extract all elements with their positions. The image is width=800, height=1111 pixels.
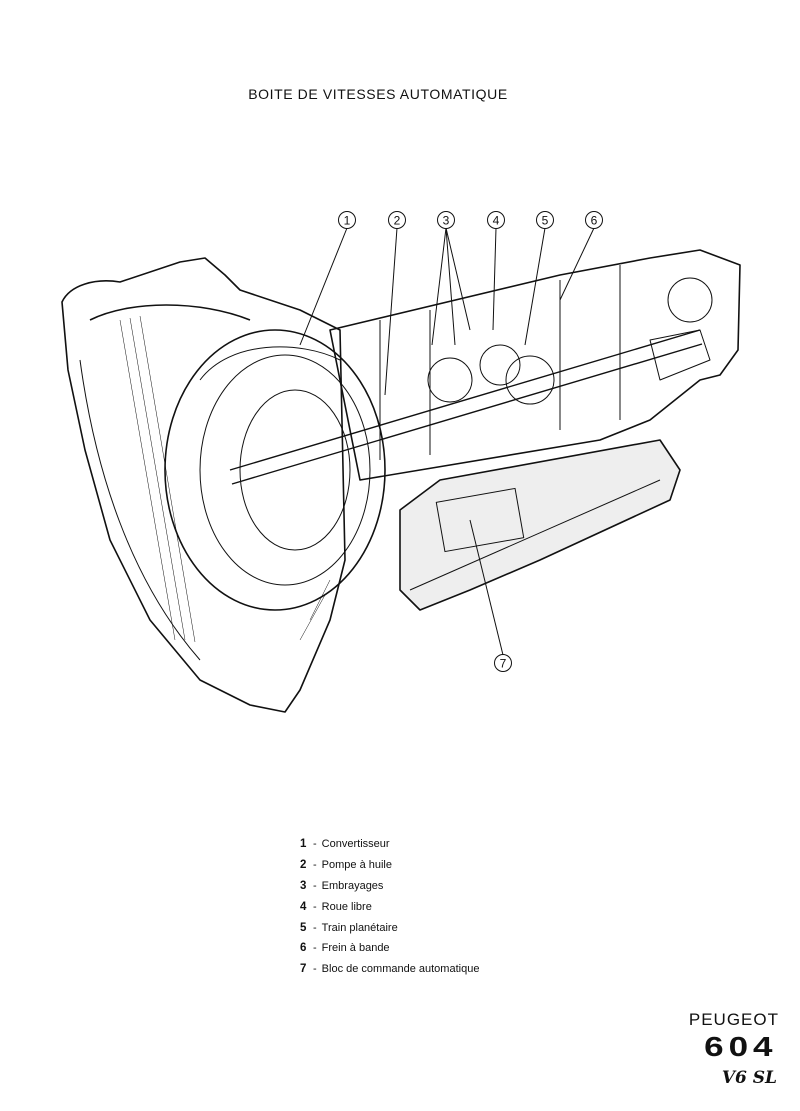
legend-sep: - [313,838,317,851]
callout-4: 4 [493,214,500,228]
callout-2: 2 [394,214,401,228]
legend-text: Train planétaire [321,921,398,934]
brand-logo: PEUGEOT 604 V6 SL [640,1010,785,1088]
callout-5: 5 [542,214,549,228]
legend-item: 6-Frein à bande [300,938,620,959]
legend-text: Roue libre [321,900,372,913]
brand-version: V6 SL [721,1068,777,1088]
legend-text: Pompe à huile [321,859,392,872]
legend-item: 1-Convertisseur [300,834,620,855]
legend-list: 1-Convertisseur 2-Pompe à huile 3-Embray… [300,834,620,980]
oil-pan [399,439,681,611]
legend-num: 5 [300,921,307,934]
legend-sep: - [313,859,317,872]
legend-text: Convertisseur [321,838,390,851]
legend-item: 7-Bloc de commande automatique [300,959,620,980]
page-title: BOITE DE VITESSES AUTOMATIQUE [248,86,508,102]
main-shaft [229,329,703,485]
legend-sep: - [313,879,317,892]
legend-sep: - [313,963,317,976]
legend-sep: - [313,921,317,934]
brand-name: PEUGEOT [688,1010,779,1029]
callout-6: 6 [591,214,598,228]
callout-1: 1 [344,214,351,228]
legend-text: Frein à bande [321,942,390,955]
legend-num: 3 [300,879,307,892]
bell-housing [61,257,346,713]
torque-converter [164,329,386,611]
legend-num: 6 [300,942,307,955]
brand-model: 604 [704,1031,778,1062]
legend-item: 5-Train planétaire [300,917,620,938]
legend-text: Embrayages [321,879,384,892]
legend-sep: - [313,900,317,913]
legend-item: 4-Roue libre [300,896,620,917]
callout-3: 3 [443,214,450,228]
legend-sep: - [313,942,317,955]
legend-num: 4 [300,900,307,913]
legend-item: 2-Pompe à huile [300,855,620,876]
legend-text: Bloc de commande automatique [321,963,480,976]
legend-item: 3-Embrayages [300,876,620,897]
gearbox-case [329,249,741,481]
legend-num: 2 [300,859,307,872]
legend-num: 1 [300,838,307,851]
legend-num: 7 [300,963,307,976]
callout-7: 7 [500,657,507,671]
